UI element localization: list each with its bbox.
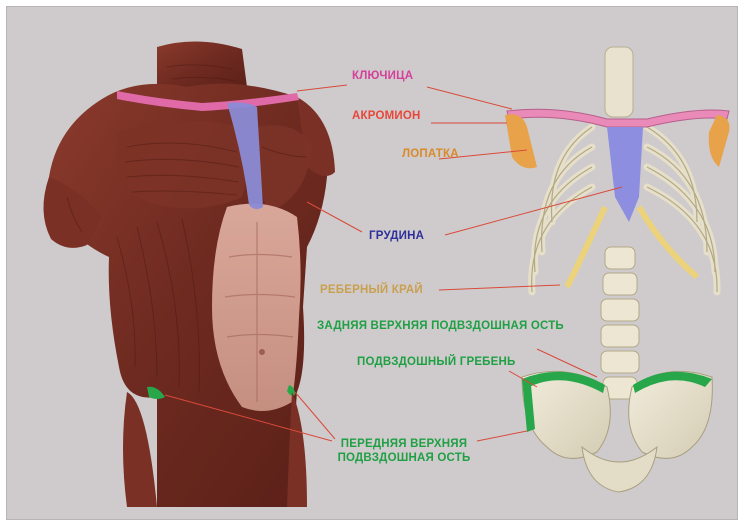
label-iliac-crest: ПОДВЗДОШНЫЙ ГРЕБЕНЬ — [357, 355, 516, 369]
skeleton — [505, 47, 730, 492]
label-acromion: АКРОМИОН — [352, 109, 420, 123]
label-psis: ЗАДНЯЯ ВЕРХНЯЯ ПОДВЗДОШНАЯ ОСТЬ — [317, 319, 564, 333]
label-scapula: ЛОПАТКА — [402, 147, 459, 161]
label-clavicle: КЛЮЧИЦА — [352, 69, 413, 83]
label-asis-line1: ПЕРЕДНЯЯ ВЕРХНЯЯ — [329, 437, 479, 451]
label-costal-margin: РЕБЕРНЫЙ КРАЙ — [320, 283, 423, 297]
muscular-torso — [43, 41, 335, 507]
anatomy-diagram: КЛЮЧИЦА АКРОМИОН ЛОПАТКА ГРУДИНА РЕБЕРНЫ… — [6, 6, 738, 520]
label-asis-line2: ПОДВЗДОШНАЯ ОСТЬ — [329, 451, 479, 465]
label-asis: ПЕРЕДНЯЯ ВЕРХНЯЯ ПОДВЗДОШНАЯ ОСТЬ — [329, 437, 479, 465]
label-sternum: ГРУДИНА — [369, 229, 424, 243]
